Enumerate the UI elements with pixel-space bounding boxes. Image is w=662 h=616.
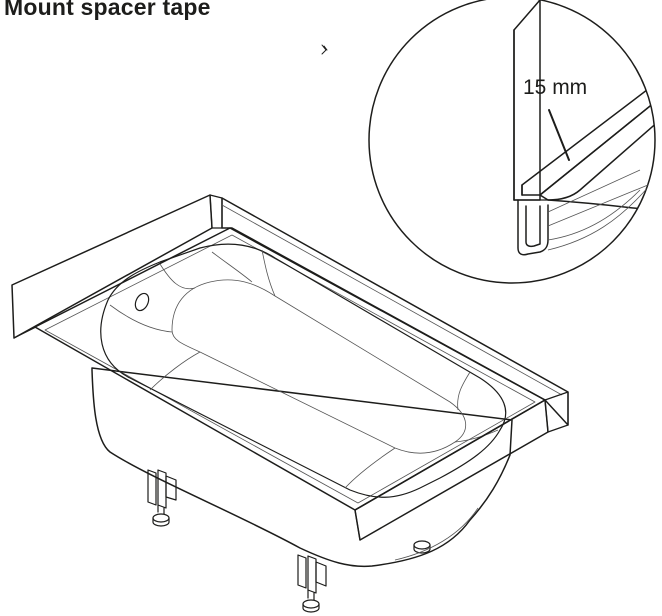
- spacer-panel-right: [354, 399, 549, 541]
- stray-mark: [321, 44, 328, 55]
- instruction-title: Mount spacer tape: [4, 0, 211, 20]
- dimension-label: 15 mm: [523, 76, 587, 99]
- back-right-foot: [413, 540, 431, 554]
- overflow-drain: [134, 292, 150, 312]
- spacer-panel-left: [11, 194, 213, 339]
- detail-callout: 15 mm: [368, 0, 656, 284]
- front-right-leg: [297, 554, 327, 613]
- front-left-leg: [147, 469, 177, 527]
- dimension-leader-line: [548, 109, 570, 161]
- tub-body: [91, 367, 513, 568]
- detail-circle: [368, 0, 656, 284]
- bathtub-illustration: [11, 194, 569, 613]
- tub-basin: [100, 243, 507, 498]
